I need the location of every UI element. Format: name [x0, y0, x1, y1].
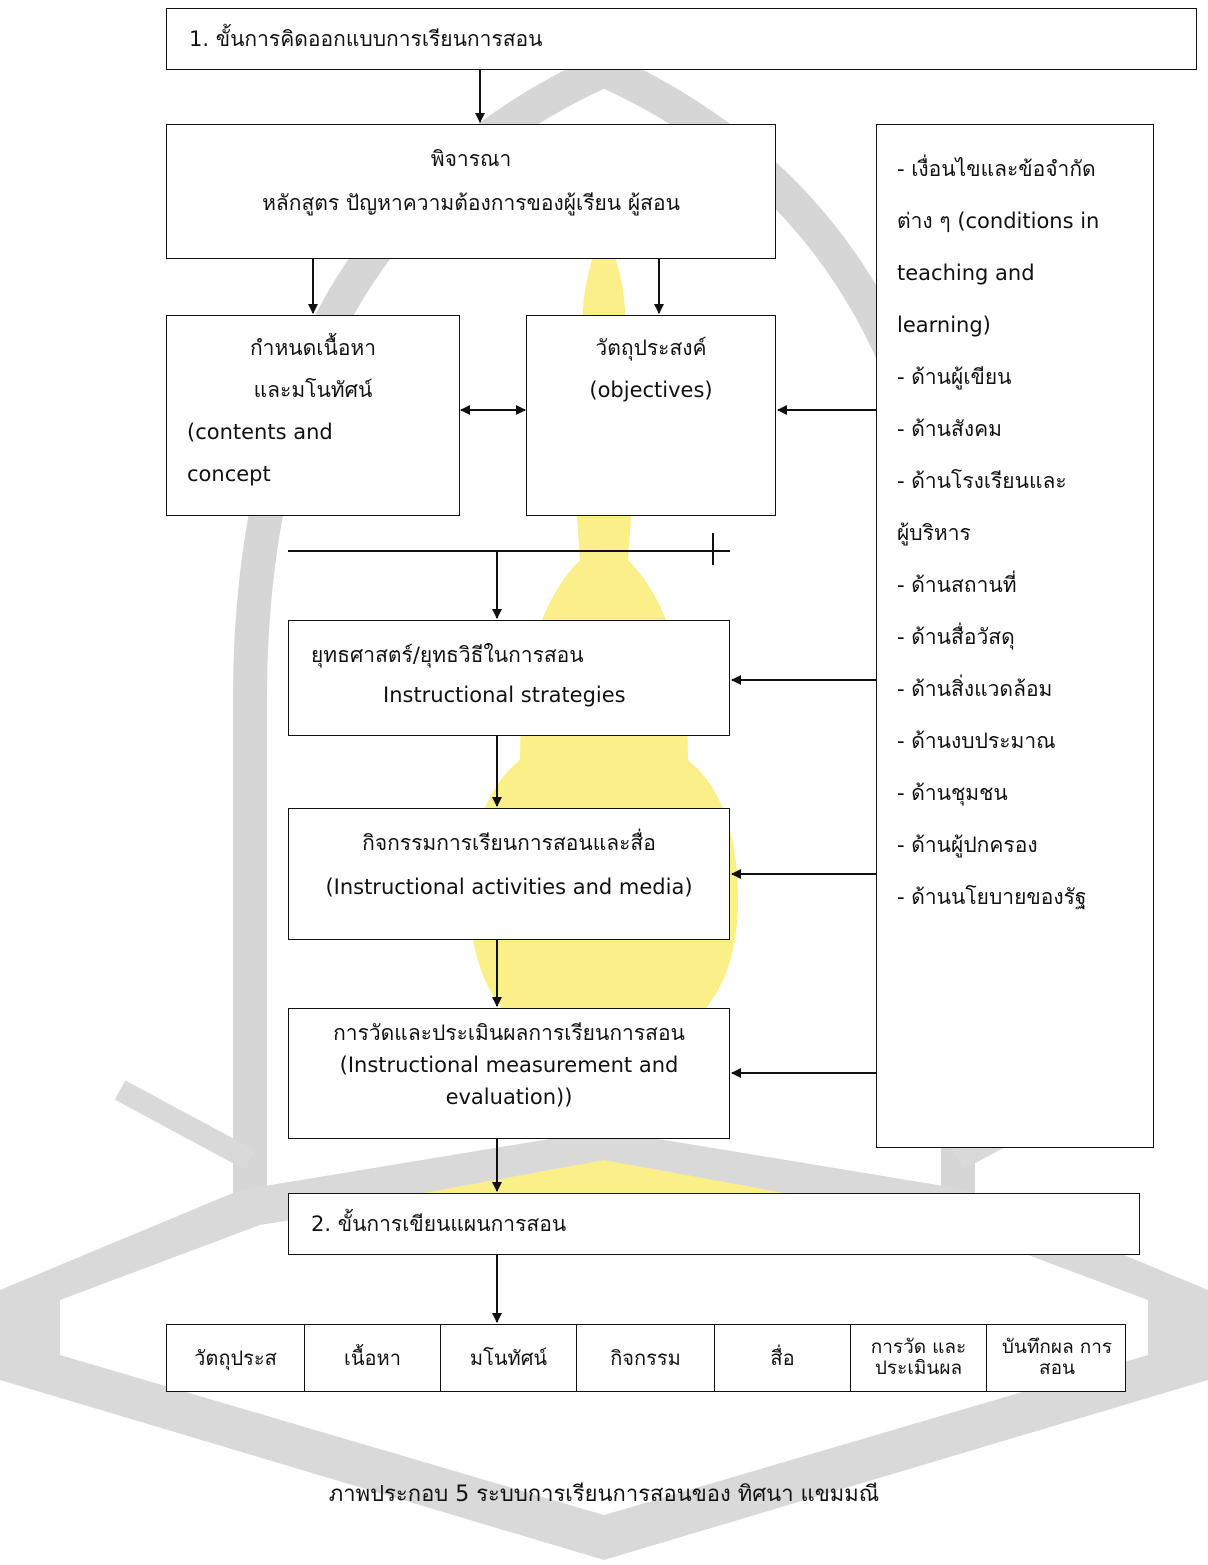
- plan-cell: เนื้อหา: [305, 1325, 441, 1391]
- consider-items: หลักสูตร ปัญหาความต้องการของผู้เรียน ผู้…: [262, 191, 680, 215]
- content-line-4: concept: [187, 462, 271, 486]
- conditions-box: - เงื่อนไขและข้อจำกัด ต่าง ๆ (conditions…: [876, 124, 1154, 1148]
- objectives-line-1: วัตถุประสงค์: [595, 336, 707, 360]
- evaluation-line-3: evaluation)): [445, 1085, 573, 1109]
- activities-line-1: กิจกรรมการเรียนการสอนและสื่อ: [362, 831, 656, 855]
- content-line-3: (contents and: [187, 420, 333, 444]
- conditions-line: - ด้านชุมชน: [897, 781, 1008, 805]
- activities-box: กิจกรรมการเรียนการสอนและสื่อ (Instructio…: [288, 808, 730, 940]
- conditions-line: - เงื่อนไขและข้อจำกัด: [897, 157, 1096, 181]
- conditions-line: - ด้านงบประมาณ: [897, 729, 1056, 753]
- evaluation-line-1: การวัดและประเมินผลการเรียนการสอน: [333, 1021, 685, 1045]
- plan-cell: การวัด และ ประเมินผล: [851, 1325, 987, 1391]
- conditions-line: - ด้านผู้เขียน: [897, 365, 1012, 389]
- strategies-line-2: Instructional strategies: [383, 683, 626, 707]
- plan-cell: บันทึกผล การสอน: [1001, 1336, 1113, 1379]
- conditions-line: - ด้านโรงเรียนและ: [897, 469, 1067, 493]
- conditions-line: - ด้านสิ่งแวดล้อม: [897, 677, 1053, 701]
- conditions-line: - ด้านสังคม: [897, 417, 1002, 441]
- step2-label: 2. ขั้นการเขียนแผนการสอน: [311, 1212, 567, 1236]
- content-line-1: กำหนดเนื้อหา: [249, 336, 377, 360]
- activities-line-2: (Instructional activities and media): [325, 875, 693, 899]
- step1-box: 1. ขั้นการคิดออกแบบการเรียนการสอน: [166, 8, 1197, 70]
- content-concept-box: กำหนดเนื้อหา และมโนทัศน์ (contents and c…: [166, 315, 460, 516]
- evaluation-line-2: (Instructional measurement and: [339, 1053, 679, 1077]
- plan-cell: สื่อ: [715, 1325, 851, 1391]
- plan-table: วัตถุประส เนื้อหา มโนทัศน์ กิจกรรม สื่อ …: [166, 1324, 1126, 1392]
- plan-cell: มโนทัศน์: [441, 1325, 577, 1391]
- conditions-line: - ด้านสถานที่: [897, 573, 1017, 597]
- step1-label: 1. ขั้นการคิดออกแบบการเรียนการสอน: [189, 27, 543, 51]
- step2-box: 2. ขั้นการเขียนแผนการสอน: [288, 1193, 1140, 1255]
- consider-title: พิจารณา: [430, 147, 512, 171]
- conditions-line: ผู้บริหาร: [897, 521, 971, 545]
- content-line-2: และมโนทัศน์: [253, 378, 373, 402]
- strategies-line-1: ยุทธศาสตร์/ยุทธวิธีในการสอน: [311, 643, 584, 667]
- conditions-line: - ด้านนโยบายของรัฐ: [897, 885, 1087, 909]
- plan-cell: กิจกรรม: [577, 1325, 715, 1391]
- strategies-box: ยุทธศาสตร์/ยุทธวิธีในการสอน Instructiona…: [288, 620, 730, 736]
- plan-cell: วัตถุประส: [167, 1325, 305, 1391]
- conditions-line: ต่าง ๆ (conditions in: [897, 209, 1100, 233]
- conditions-line: learning): [897, 313, 991, 337]
- conditions-line: - ด้านสื่อวัสดุ: [897, 625, 1015, 649]
- objectives-line-2: (objectives): [589, 378, 713, 402]
- consider-box: พิจารณา หลักสูตร ปัญหาความต้องการของผู้เ…: [166, 124, 776, 259]
- figure-caption: ภาพประกอบ 5 ระบบการเรียนการสอนของ ทิศนา …: [328, 1482, 880, 1507]
- conditions-line: teaching and: [897, 261, 1035, 285]
- evaluation-box: การวัดและประเมินผลการเรียนการสอน (Instru…: [288, 1008, 730, 1139]
- conditions-line: - ด้านผู้ปกครอง: [897, 833, 1038, 857]
- objectives-box: วัตถุประสงค์ (objectives): [526, 315, 776, 516]
